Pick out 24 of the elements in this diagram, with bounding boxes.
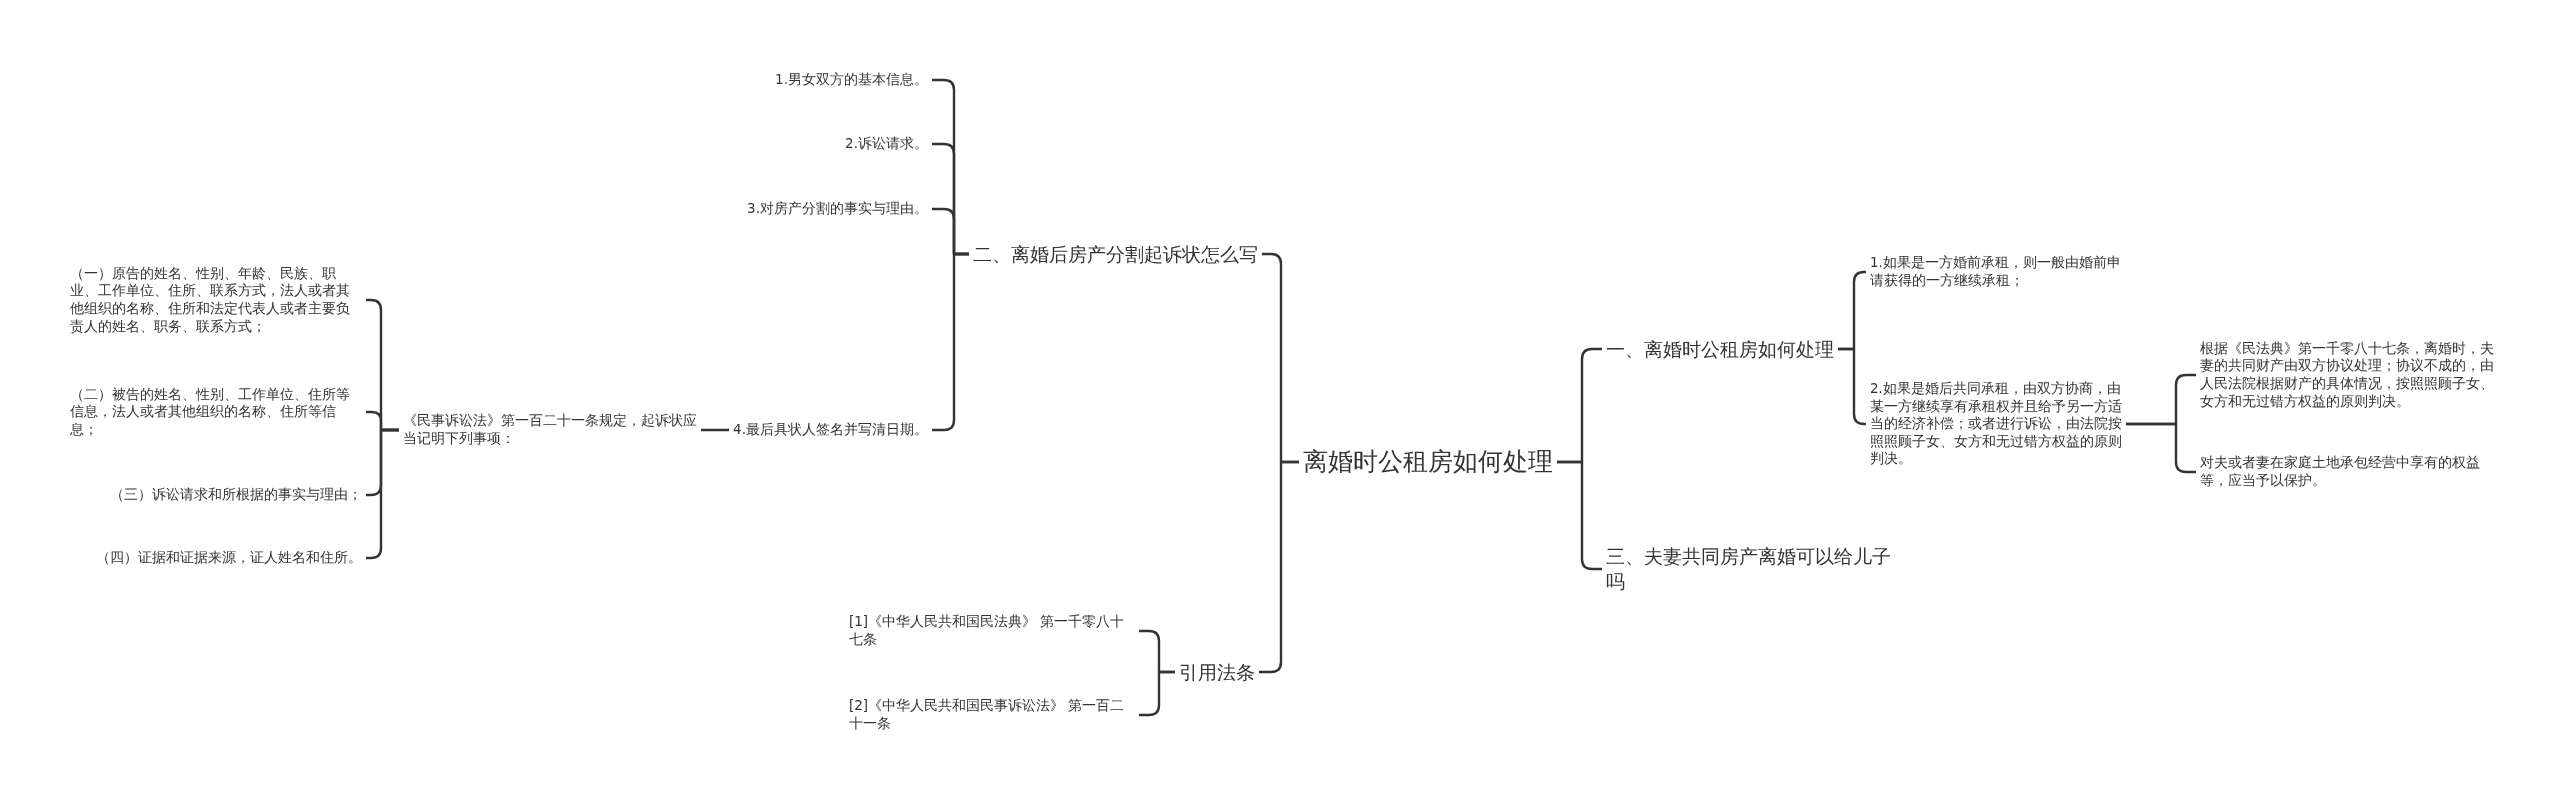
branch-topic: 引用法条 [1179, 659, 1255, 685]
subtopic-text: [2]《中华人民共和国民事诉讼法》 第一百二十一条 [849, 697, 1135, 733]
subtopic-text: 2.如果是婚后共同承租，由双方协商，由某一方继续享有承租权并且给予另一方适当的经济补偿；或者进行诉讼，由法院按照照顾子女、女方和无过错方权益的原则判决。 [1870, 380, 2122, 468]
subtopic-text: 1.如果是一方婚前承租，则一般由婚前申请获得的一方继续承租； [1870, 254, 2122, 290]
subtopic-text: 根据《民法典》第一千零八十七条，离婚时，夫妻的共同财产由双方协议处理；协议不成的，由人民法院根据财产的具体情况，按照照顾子女、女方和无过错方权益的原则判决。 [2200, 339, 2494, 411]
subtopic-text: 3.对房产分割的事实与理由。 [747, 200, 928, 218]
subtopic-text: 《民事诉讼法》第一百二十一条规定，起诉状应当记明下列事项： [403, 412, 697, 448]
subtopic-text: 对夫或者妻在家庭土地承包经营中享有的权益等，应当予以保护。 [2200, 454, 2494, 490]
subtopic-text: （四）证据和证据来源，证人姓名和住所。 [96, 549, 362, 567]
branch-topic: 一、离婚时公租房如何处理 [1606, 336, 1834, 362]
connector-line [1139, 670, 1175, 717]
subtopic-text: （二）被告的姓名、性别、工作单位、住所等信息，法人或者其他组织的名称、住所等信息； [70, 385, 362, 439]
subtopic-text: （一）原告的姓名、性别、年龄、民族、职业、工作单位、住所、联系方式，法人或者其他组织的名称、住所和法定代表人或者主要负责人的姓名、职务、联系方式； [70, 264, 362, 336]
subtopic-text: 4.最后具状人签名并写清日期。 [733, 421, 928, 439]
subtopic-text: （三）诉讼请求和所根据的事实与理由； [110, 486, 362, 504]
branch-topic: 二、离婚后房产分割起诉状怎么写 [973, 241, 1258, 267]
branch-topic: 三、夫妻共同房产离婚可以给儿子吗 [1606, 544, 1898, 594]
subtopic-text: 2.诉讼请求。 [845, 135, 928, 153]
connector-line [701, 428, 730, 432]
subtopic-text: [1]《中华人民共和国民法典》 第一千零八十七条 [849, 613, 1135, 649]
connector-line [1838, 347, 1866, 426]
central-topic: 离婚时公租房如何处理 [1303, 445, 1553, 479]
connector-line [2126, 422, 2196, 474]
subtopic-text: 1.男女双方的基本信息。 [775, 71, 928, 89]
